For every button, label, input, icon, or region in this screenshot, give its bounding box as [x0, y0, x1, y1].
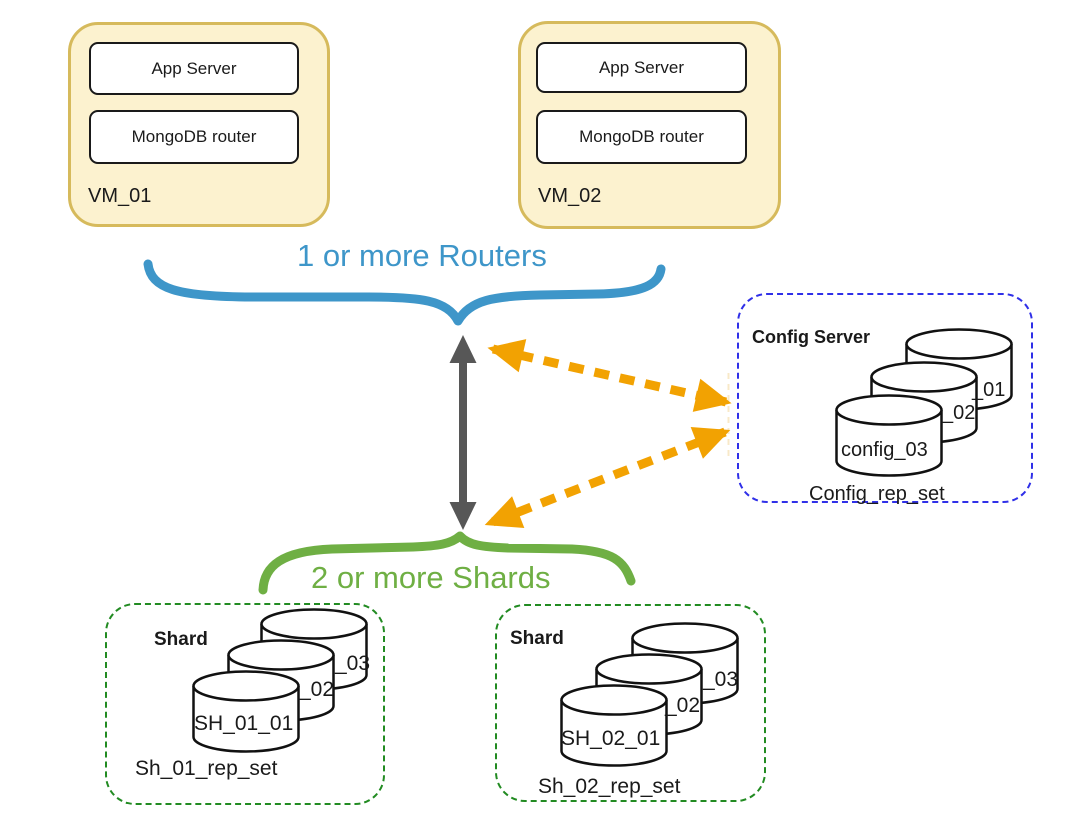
- mongodb-router-box: MongoDB router: [536, 110, 747, 164]
- routers-brace: [143, 259, 666, 326]
- app-server-label: App Server: [151, 58, 237, 78]
- vm-02-label: VM_02: [538, 185, 602, 207]
- shard-01-rep-set-label: Sh_01_rep_set: [135, 757, 278, 780]
- config-server-title: Config Server: [752, 327, 871, 347]
- vm-01-label: VM_01: [88, 185, 152, 207]
- mongodb-router-label: MongoDB router: [131, 127, 257, 146]
- shards-brace: [258, 531, 636, 595]
- vm-02-box: App Server MongoDB router VM_02: [518, 21, 781, 229]
- shard-02-rep-set-label: Sh_02_rep_set: [538, 775, 681, 798]
- shard-cylinder-front-label: SH_01_01: [194, 712, 294, 735]
- database-cylinder-icon: [192, 670, 300, 753]
- shard-title: Shard: [154, 629, 208, 650]
- shard-cylinder-back-label: _03: [335, 652, 371, 675]
- database-cylinder-icon: [560, 684, 668, 767]
- mongodb-router-box: MongoDB router: [89, 110, 299, 164]
- shards-caption: 2 or more Shards: [311, 560, 551, 595]
- shard-01-box: Shard _03 _02 SH_01_01 Sh_01_rep_set: [105, 603, 385, 805]
- routers-config-arrow: [487, 339, 732, 412]
- routers-shards-arrow: [449, 335, 477, 530]
- config-server-box: Config Server _01 _02 config_03 Config_r…: [737, 293, 1033, 505]
- shard-02-box: Shard _03 _02 SH_02_01 Sh_02_rep_set: [495, 604, 766, 802]
- config-cylinder-front-label: config_03: [841, 439, 928, 461]
- config-rep-set-label: Config_rep_set: [809, 483, 945, 505]
- app-server-box: App Server: [89, 42, 299, 95]
- shard-cylinder-back-label: _03: [703, 668, 739, 691]
- config-cylinder-middle-label: _02: [942, 402, 976, 424]
- shard-title: Shard: [510, 628, 564, 649]
- app-server-label: App Server: [598, 57, 685, 77]
- shard-cylinder-middle-label: _02: [665, 694, 701, 717]
- database-cylinder-icon: [835, 394, 943, 477]
- shard-cylinder-middle-label: _02: [299, 678, 335, 701]
- mongodb-router-label: MongoDB router: [579, 127, 704, 146]
- vm-01-box: App Server MongoDB router VM_01: [68, 22, 330, 227]
- app-server-box: App Server: [536, 42, 747, 93]
- config-cylinder-back-label: _01: [972, 379, 1006, 401]
- shard-cylinder-front-label: SH_02_01: [561, 727, 661, 750]
- shards-config-arrow: [484, 427, 731, 528]
- routers-caption: 1 or more Routers: [297, 238, 547, 273]
